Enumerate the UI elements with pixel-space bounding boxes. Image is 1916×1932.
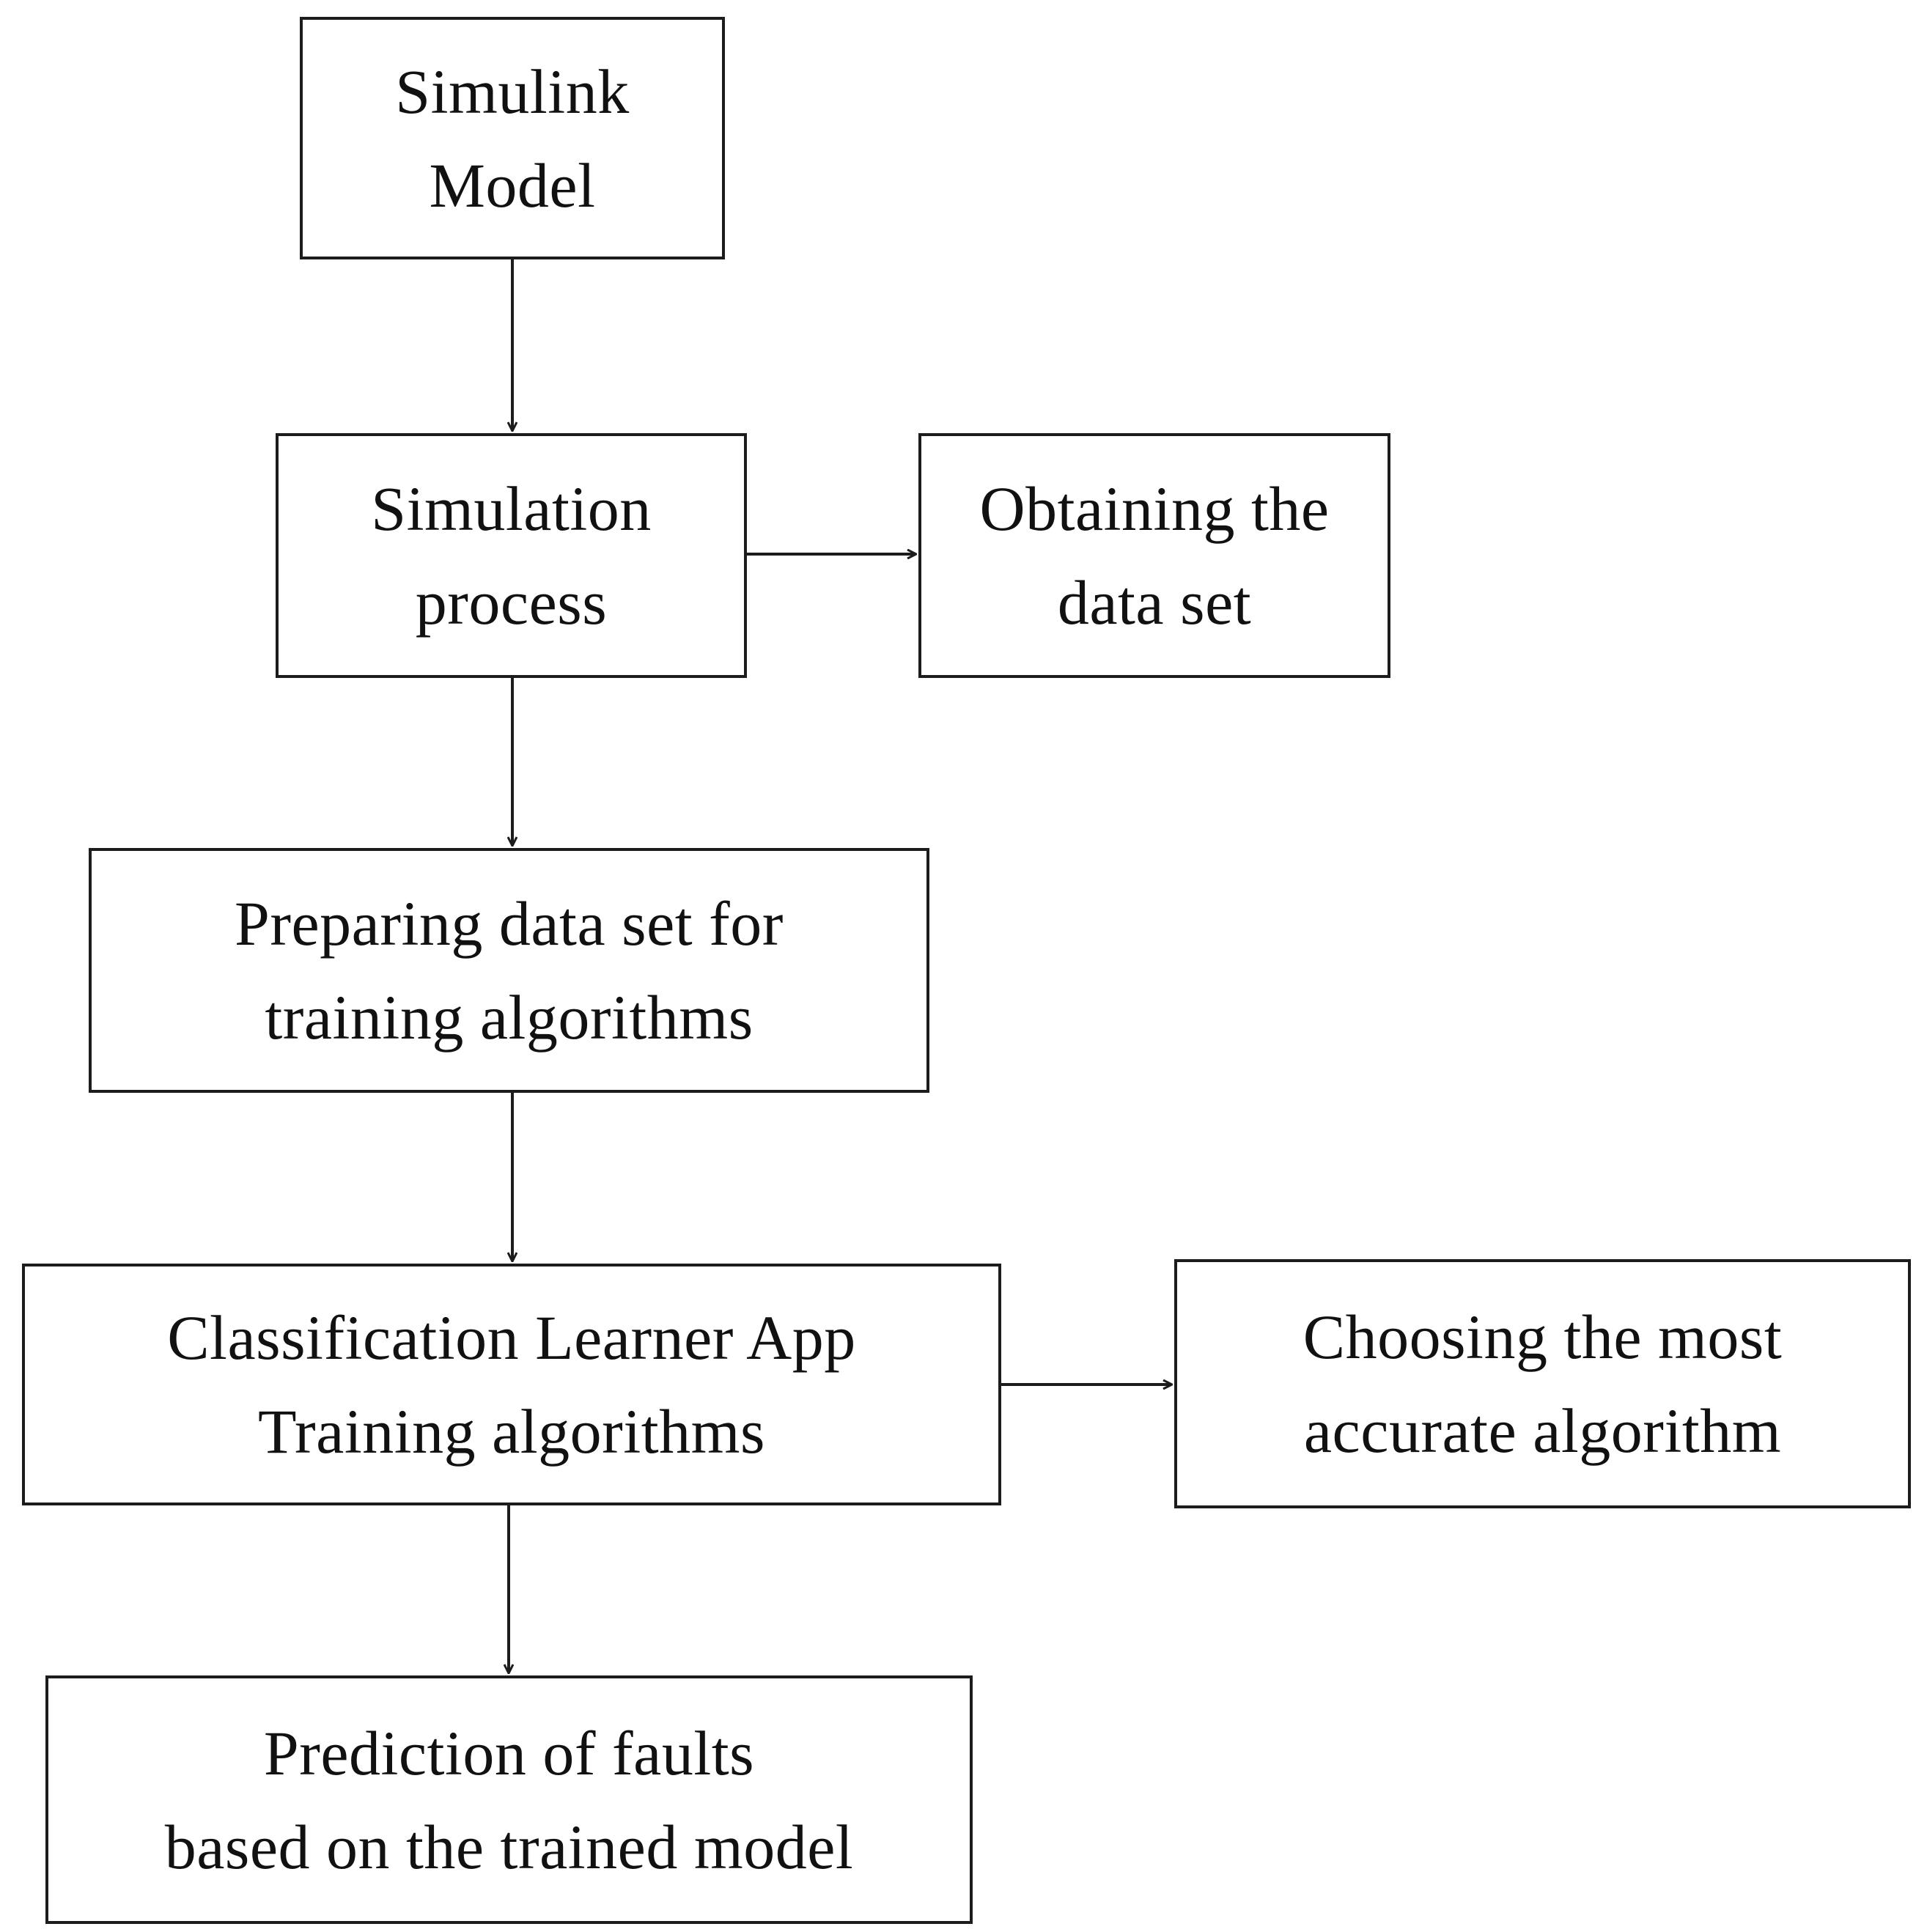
classification-learner-line-1: Classification Learner App: [167, 1302, 856, 1373]
simulink-model-line-1: Simulink: [395, 56, 630, 127]
choosing-algorithm-line-1: Choosing the most: [1302, 1302, 1783, 1372]
choosing-algorithm-box: Choosing the most accurate algorithm: [1174, 1259, 1911, 1508]
simulation-process-line-2: process: [415, 567, 608, 638]
classification-learner-line-2: Training algorithms: [258, 1396, 765, 1467]
classification-learner-box: Classification Learner App Training algo…: [22, 1264, 1001, 1505]
simulation-process-line-1: Simulation: [371, 473, 652, 544]
prediction-of-faults-line-2: based on the trained model: [164, 1811, 854, 1882]
simulink-model-box: Simulink Model: [300, 17, 725, 259]
simulation-process-box: Simulation process: [276, 433, 747, 678]
preparing-data-set-box: Preparing data set for training algorith…: [89, 848, 929, 1093]
choosing-algorithm-line-2: accurate algorithm: [1303, 1395, 1782, 1466]
preparing-data-set-line-2: training algorithms: [265, 982, 753, 1052]
obtaining-data-set-line-1: Obtaining the: [979, 473, 1330, 544]
obtaining-data-set-box: Obtaining the data set: [918, 433, 1390, 678]
simulink-model-line-2: Model: [429, 150, 596, 221]
prediction-of-faults-box: Prediction of faults based on the traine…: [45, 1675, 973, 1924]
obtaining-data-set-line-2: data set: [1057, 567, 1252, 638]
prediction-of-faults-line-1: Prediction of faults: [263, 1717, 755, 1788]
preparing-data-set-line-1: Preparing data set for: [235, 888, 784, 959]
